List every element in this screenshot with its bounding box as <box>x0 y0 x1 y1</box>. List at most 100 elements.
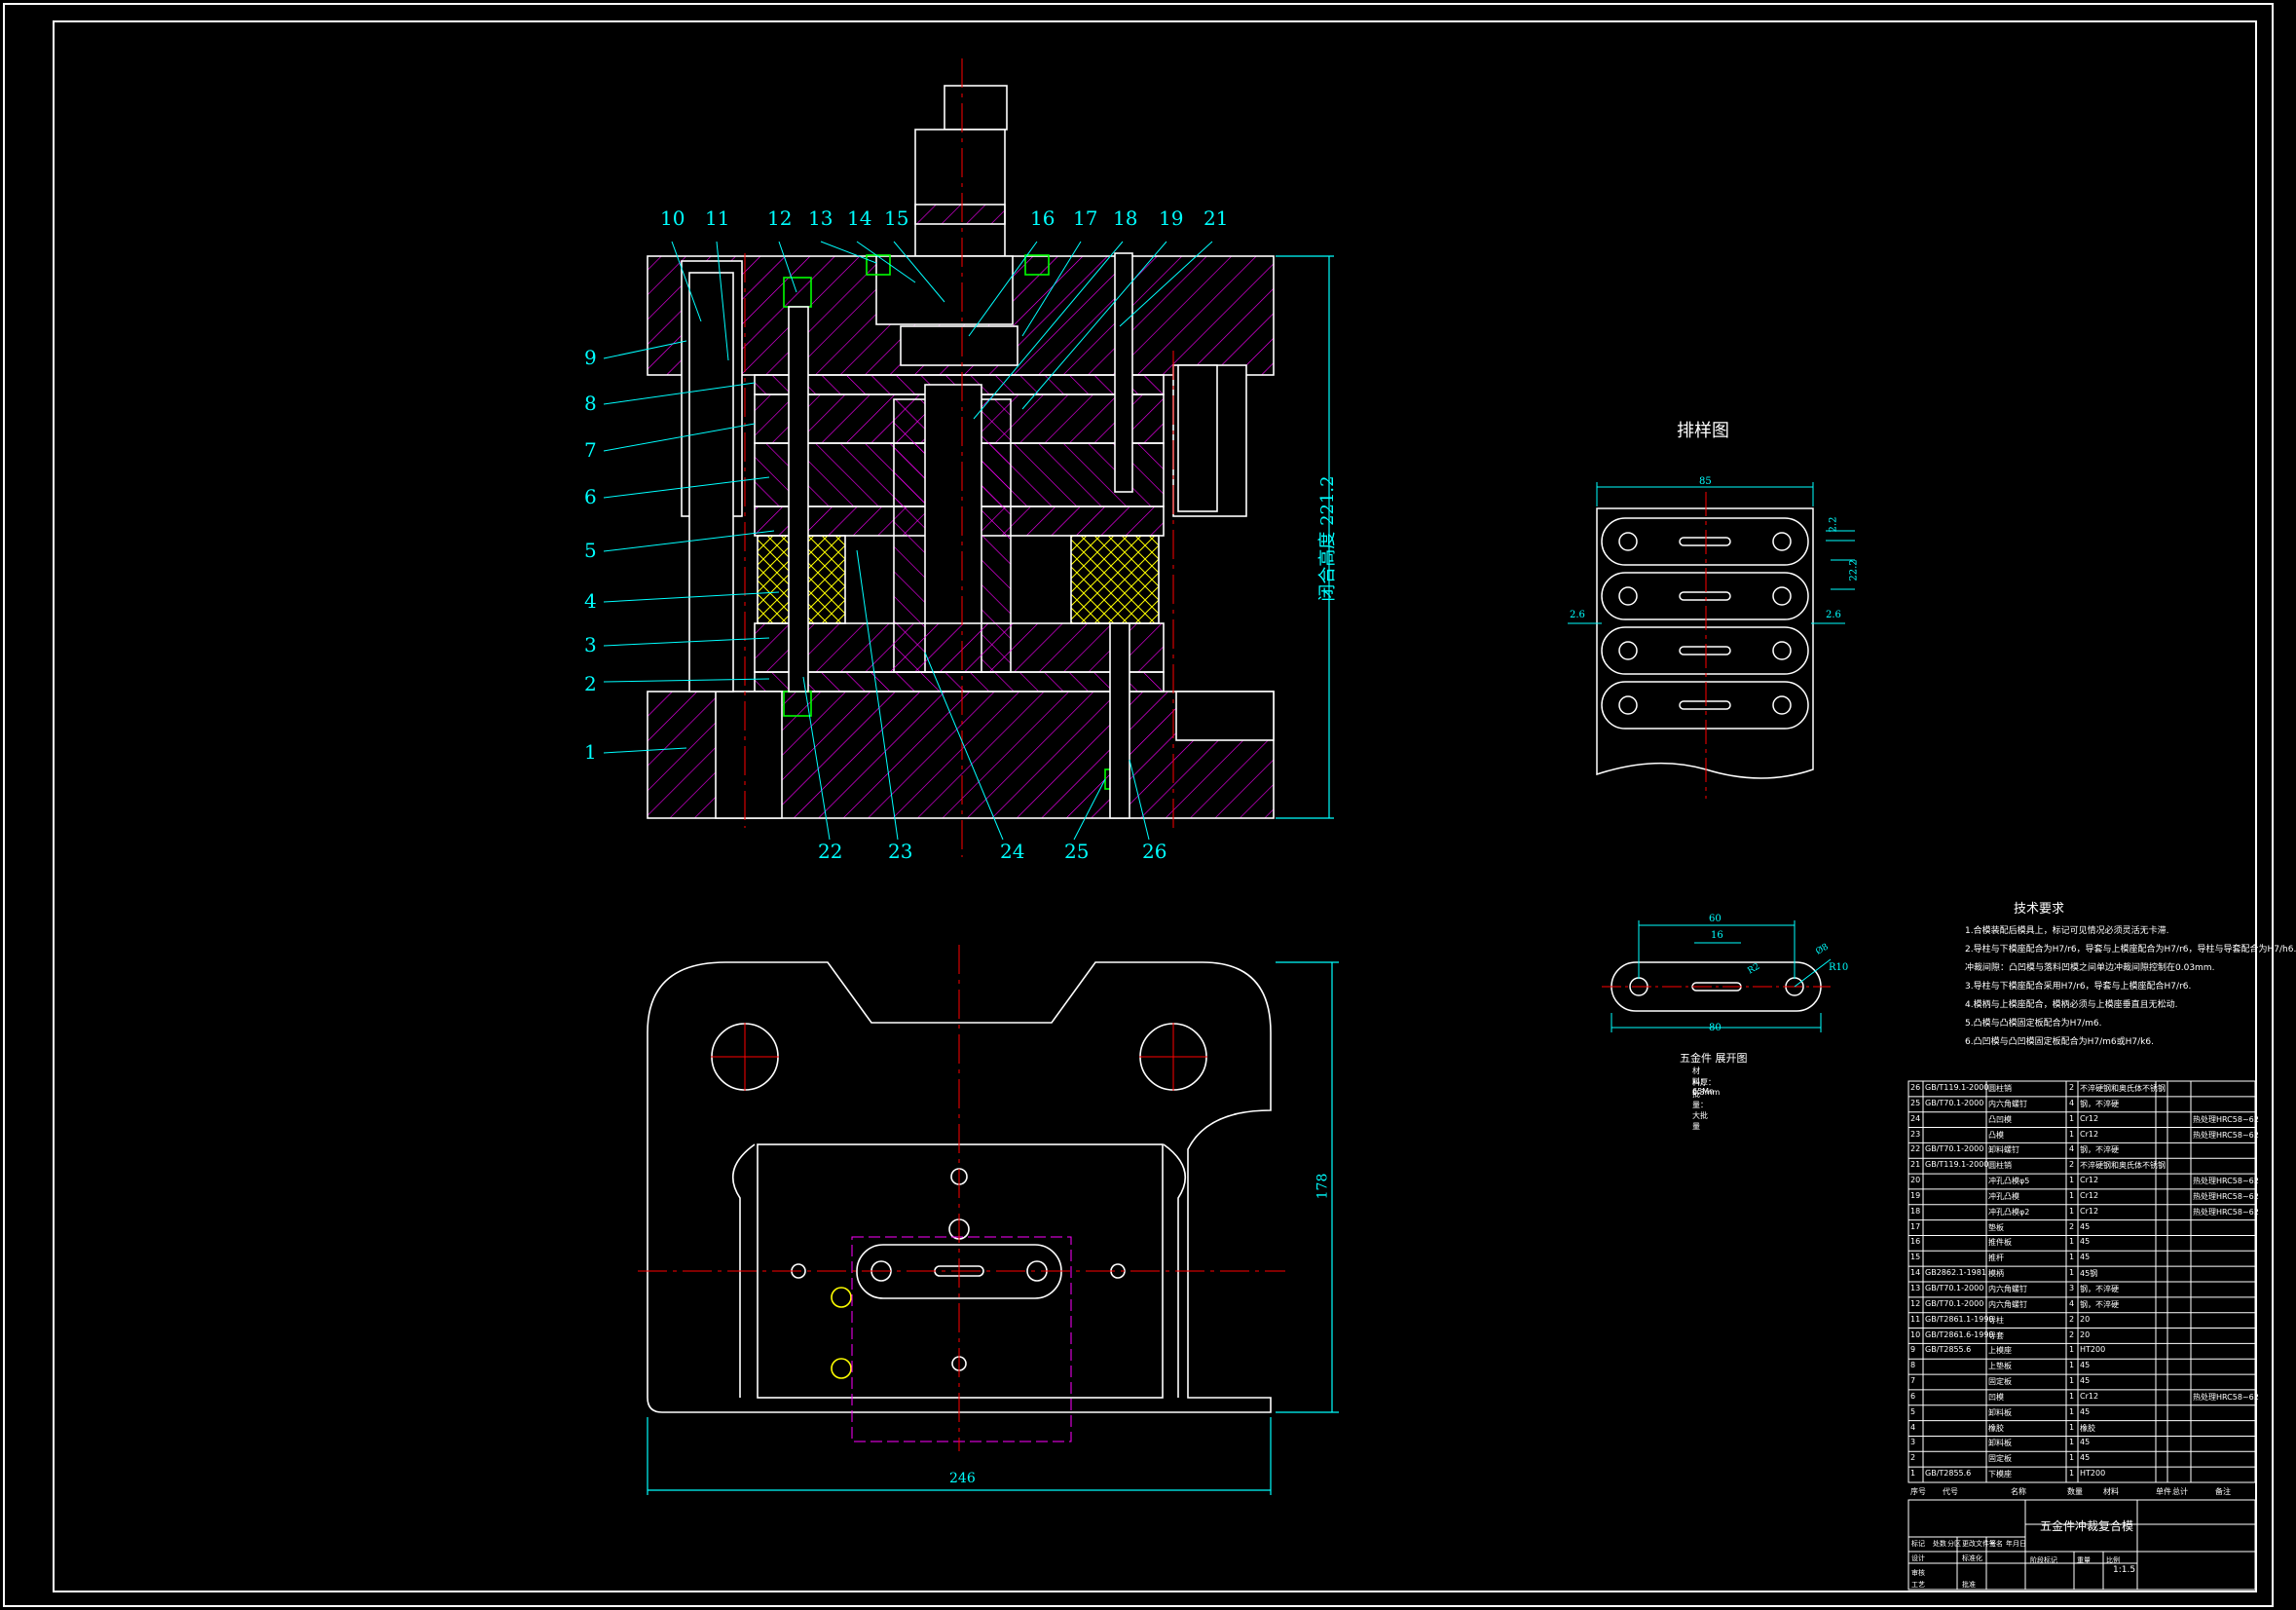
bom-header: 序号代号名称数量材料单件总计备注 <box>1908 1482 2255 1500</box>
bom-cell-no: 8 <box>1910 1361 1916 1370</box>
callout-number: 15 <box>884 206 909 230</box>
callout-number: 7 <box>584 438 597 462</box>
bom-cell-std: GB/T70.1-2000 <box>1925 1098 1984 1107</box>
bom-cell-name: 推件板 <box>1988 1238 2012 1248</box>
bom-cell-std: GB2862.1-1981 <box>1925 1268 1986 1278</box>
bom-cell-name: 上垫板 <box>1988 1362 2012 1371</box>
bom-cell-mat: Cr12 <box>2080 1113 2099 1123</box>
callout-number: 26 <box>1142 840 1167 863</box>
bom-cell-name: 固定板 <box>1988 1377 2012 1387</box>
tech-title: 技术要求 <box>2014 902 2065 917</box>
bom-cell-mat: 钢，不淬硬 <box>2080 1285 2119 1293</box>
bom-cell-mat: 45 <box>2080 1453 2091 1463</box>
bom-cell-mat: 不淬硬钢和奥氏体不锈钢 <box>2080 1161 2166 1171</box>
bom-cell-name: 下模座 <box>1988 1470 2012 1479</box>
part-note: 批量：大批量 <box>1692 1090 1708 1131</box>
bom-cell-no: 5 <box>1910 1406 1916 1416</box>
callout-number: 12 <box>767 206 793 230</box>
callout-number: 2 <box>584 672 597 695</box>
bom-cell-no: 25 <box>1910 1098 1921 1107</box>
title-block-label: 批准 <box>1962 1581 1976 1589</box>
bom-cell-qty: 1 <box>2069 1253 2075 1262</box>
callout-number: 22 <box>818 840 843 863</box>
part-note: 料厚：0.3mm <box>1692 1078 1721 1097</box>
bom-cell-name: 内六角螺钉 <box>1988 1285 2027 1293</box>
bom-cell-std: GB/T2861.1-1990 <box>1925 1314 1994 1324</box>
strip-margin-left-dim: 2.6 <box>1570 610 1585 620</box>
bom-header-weight_single: 单件 <box>2156 1487 2171 1496</box>
bom-cell-no: 4 <box>1910 1422 1916 1432</box>
drawing-title: 五金件冲裁复合模 <box>2040 1519 2134 1533</box>
part-dimensions <box>1611 920 1832 1032</box>
bom-cell-name: 卸料板 <box>1988 1439 2012 1448</box>
bom-cell-no: 11 <box>1910 1314 1921 1324</box>
bom-cell-no: 7 <box>1910 1376 1916 1386</box>
bom-cell-name: 导柱 <box>1988 1315 2004 1325</box>
tech-requirement-line: 2.导柱与下模座配合为H7/r6，导套与上模座配合为H7/r6，导柱与导套配合为… <box>1965 945 2296 955</box>
part-slot-dim: 16 <box>1711 930 1723 941</box>
bom-cell-mat: 钢，不淬硬 <box>2080 1299 2119 1309</box>
bom-cell-qty: 1 <box>2069 1469 2075 1479</box>
bom-cell-mat: 钢，不淬硬 <box>2080 1145 2119 1155</box>
part-drawing <box>1602 961 1831 1012</box>
plan-width-dim: 246 <box>949 1471 976 1486</box>
strip-layout <box>1596 492 1814 799</box>
bom-cell-qty: 2 <box>2069 1083 2075 1092</box>
bom-cell-qty: 4 <box>2069 1144 2075 1154</box>
strip-width-dim: 85 <box>1699 476 1712 487</box>
bom-cell-qty: 1 <box>2069 1206 2075 1216</box>
callout-number: 4 <box>584 589 597 613</box>
bom-cell-qty: 1 <box>2069 1453 2075 1463</box>
bom-cell-mat: 不淬硬钢和奥氏体不锈钢 <box>2080 1084 2166 1093</box>
callout-number: 14 <box>847 206 872 230</box>
bom-cell-note: 热处理HRC58~62 <box>2193 1392 2259 1402</box>
bom-cell-name: 橡胶 <box>1988 1423 2004 1433</box>
bom-cell-qty: 1 <box>2069 1129 2075 1139</box>
callout-number: 3 <box>584 633 597 656</box>
bom-cell-mat: 20 <box>2080 1314 2091 1324</box>
callout-number: 18 <box>1113 206 1138 230</box>
bom-cell-qty: 1 <box>2069 1391 2075 1401</box>
bom-cell-note: 热处理HRC58~62 <box>2193 1114 2259 1124</box>
bom-cell-qty: 1 <box>2069 1237 2075 1247</box>
closed-height-dimension <box>1276 255 1334 819</box>
bom-cell-name: 内六角螺钉 <box>1988 1099 2027 1108</box>
bom-cell-mat: 45 <box>2080 1438 2091 1447</box>
bom-cell-mat: 45 <box>2080 1406 2091 1416</box>
scale-value: 1:1.5 <box>2113 1565 2136 1575</box>
bom-cell-std: GB/T70.1-2000 <box>1925 1284 1984 1292</box>
bom-cell-name: 固定板 <box>1988 1454 2012 1464</box>
bom-cell-no: 13 <box>1910 1284 1921 1292</box>
bom-cell-qty: 4 <box>2069 1098 2075 1107</box>
callout-number: 11 <box>705 206 730 230</box>
plan-height-dim: 178 <box>1315 1173 1331 1200</box>
bom-cell-no: 3 <box>1910 1438 1916 1447</box>
bom-cell-name: 模柄 <box>1988 1269 2004 1279</box>
bom-cell-no: 14 <box>1910 1268 1921 1278</box>
title-block-grid <box>1907 1499 2256 1591</box>
bom-cell-std: GB/T119.1-2000 <box>1925 1083 1989 1092</box>
part-length-bottom-dim: 80 <box>1709 1023 1722 1033</box>
bom-cell-std: GB/T2855.6 <box>1925 1345 1972 1355</box>
callout-number: 6 <box>584 485 597 508</box>
callout-number: 21 <box>1204 206 1229 230</box>
bom-cell-name: 冲孔凸模φ2 <box>1988 1207 2030 1217</box>
bom-header-name: 名称 <box>2011 1487 2026 1496</box>
callout-number: 23 <box>888 840 913 863</box>
bom-cell-qty: 1 <box>2069 1113 2075 1123</box>
strip-part <box>1601 572 1809 620</box>
bom-cell-mat: HT200 <box>2080 1345 2106 1355</box>
bom-cell-mat: 45 <box>2080 1361 2091 1370</box>
title-block-label: 年月日 <box>2006 1540 2026 1548</box>
bom-cell-no: 17 <box>1910 1221 1921 1231</box>
bom-cell-qty: 1 <box>2069 1422 2075 1432</box>
